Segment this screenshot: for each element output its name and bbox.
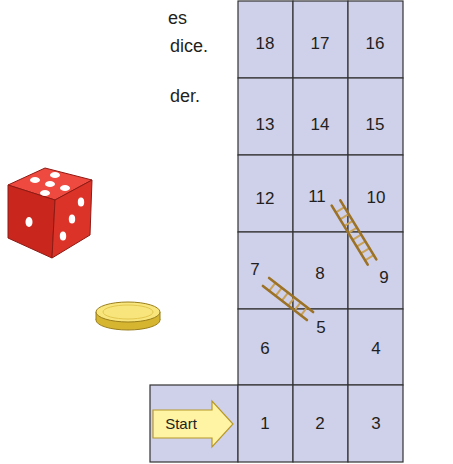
square-number: 8 <box>315 264 324 284</box>
board-cell: 12 <box>238 155 293 232</box>
instruction-fragment: dice. <box>170 36 208 57</box>
board-cell: 7 <box>238 232 293 309</box>
board-cell: 18 <box>238 1 293 78</box>
ladder <box>263 278 313 320</box>
square-number: 4 <box>371 339 380 359</box>
square-number: 1 <box>260 414 269 434</box>
start-arrow <box>153 401 233 447</box>
instruction-fragment: es <box>168 8 187 29</box>
board-grid <box>150 1 403 462</box>
square-number: 2 <box>315 414 324 434</box>
square-number: 12 <box>256 189 275 209</box>
board-cell: 8 <box>293 232 348 309</box>
board-cell: 6 <box>238 309 293 385</box>
square-number: 14 <box>311 115 330 135</box>
square-number: 17 <box>311 34 330 54</box>
board-cell: 13 <box>238 78 293 155</box>
square-number: 5 <box>316 318 325 338</box>
start-cell: Start <box>150 385 238 462</box>
square-number: 15 <box>366 115 385 135</box>
text-fragment-holder: dice. <box>0 0 38 21</box>
square-number: 7 <box>250 260 259 280</box>
board-cell: 9 <box>348 232 403 309</box>
board-cell: 4 <box>348 309 403 385</box>
square-number: 9 <box>379 268 388 288</box>
square-number: 18 <box>256 34 275 54</box>
instruction-fragment: der. <box>170 86 200 107</box>
board-cell: 17 <box>293 1 348 78</box>
start-label: Start <box>165 415 197 432</box>
dice <box>8 168 92 258</box>
board-cell: 2 <box>293 385 348 462</box>
text-fragment-holder: der. <box>0 0 30 21</box>
board-cell: 3 <box>348 385 403 462</box>
ladder <box>332 200 377 264</box>
square-number: 3 <box>371 414 380 434</box>
text-fragment-holder: es <box>0 0 19 21</box>
square-number: 13 <box>256 115 275 135</box>
board-cell: 11 <box>293 155 348 232</box>
board-cell: 1 <box>238 385 293 462</box>
board-cell: 5 <box>293 309 348 385</box>
square-number: 6 <box>260 339 269 359</box>
board-cell: 14 <box>293 78 348 155</box>
board-cell: 15 <box>348 78 403 155</box>
board-cell: 16 <box>348 1 403 78</box>
square-number: 10 <box>367 188 386 208</box>
board-cell: 10 <box>348 155 403 232</box>
square-number: 16 <box>366 34 385 54</box>
counter <box>96 302 160 330</box>
square-number: 11 <box>308 187 326 207</box>
